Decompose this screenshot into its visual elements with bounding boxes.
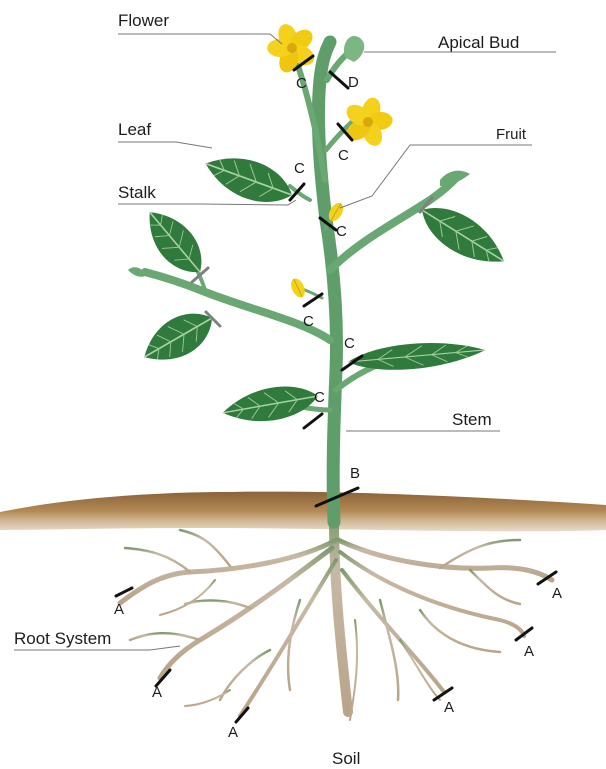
- cut-letter-c: C: [344, 335, 355, 352]
- cut-letter-c: C: [338, 147, 349, 164]
- soil-layer: [0, 492, 606, 532]
- root-system: [120, 520, 552, 720]
- cut-letter-c: C: [314, 389, 325, 406]
- cut-letter-c: C: [303, 313, 314, 330]
- label-stem: Stem: [452, 410, 492, 429]
- label-leaf: Leaf: [118, 120, 151, 139]
- cut-letter-a: A: [524, 643, 534, 660]
- cut-letter-a: A: [114, 601, 124, 618]
- label-fruit: Fruit: [496, 126, 527, 143]
- label-flower: Flower: [118, 11, 169, 30]
- cut-letter-a: A: [152, 684, 162, 701]
- cut-letter-c: C: [296, 75, 307, 92]
- cut-letter-d: D: [348, 74, 359, 91]
- cut-letter-c: C: [294, 160, 305, 177]
- cut-letter-c: C: [336, 223, 347, 240]
- fruit-lower: [288, 276, 307, 299]
- label-root-system: Root System: [14, 629, 111, 648]
- label-soil: Soil: [332, 749, 360, 768]
- main-stem: [318, 42, 336, 522]
- cut-letter-a: A: [228, 724, 238, 741]
- cut-letter-a: A: [552, 585, 562, 602]
- apical-bud: [344, 36, 364, 62]
- cut-letter-a: A: [444, 699, 454, 716]
- label-stalk: Stalk: [118, 183, 156, 202]
- label-apical-bud: Apical Bud: [438, 33, 519, 52]
- cut-letter-b: B: [350, 465, 360, 482]
- flower-side: [336, 91, 400, 154]
